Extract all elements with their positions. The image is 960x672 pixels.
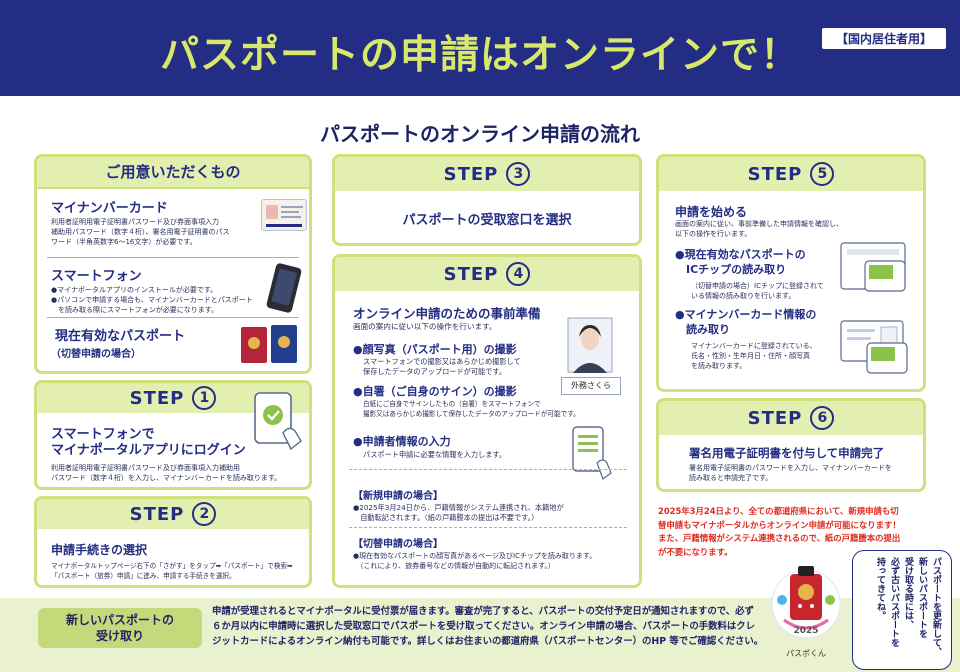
- step6-heading: 署名用電子証明書を付与して申請完了: [689, 446, 885, 460]
- phone-check-icon: [254, 392, 302, 451]
- card-read-desc: マイナンバーカードに登録されている、 氏名・性別・生年月日・住所・顔写真 を読み…: [691, 342, 817, 370]
- passport-scan-icon: [840, 242, 906, 292]
- sign-heading: ●自署（ご自身のサイン）の撮影: [353, 385, 517, 398]
- mascot-speech-bubble: パスポートを更新して、 新しいパスポートを 受け取る時には、 必ず古いパスポート…: [852, 550, 952, 670]
- step3-text: パスポートの受取窓口を選択: [402, 213, 572, 228]
- step-number: 5: [810, 162, 835, 186]
- info-heading: ●申請者情報の入力: [353, 435, 451, 448]
- mascot: 2025 パスポくん: [768, 560, 844, 668]
- step2-card: STEP 2 申請手続きの選択 マイナポータルトップページ右下の「さがす」をタッ…: [34, 496, 312, 588]
- prep-card: ご用意いただくもの マイナンバーカード 利用者証明用電子証明書パスワード及び券面…: [34, 154, 312, 374]
- mynumber-card-image: [261, 199, 307, 231]
- receive-text: 申請が受理されるとマイナポータルに受付票が届きます。審査が完了すると、パスポート…: [212, 606, 764, 647]
- step2-desc: マイナポータルトップページ右下の「さがす」をタップ➡「パスポート」で検索➡ 「パ…: [51, 562, 293, 580]
- step2-heading: 申請手続きの選択: [51, 543, 148, 557]
- step3-header: STEP 3: [335, 157, 639, 191]
- smartphone-desc: ●マイナポータルアプリのインストールが必要です。 ●パソコンで申請する場合も、マ…: [51, 286, 253, 314]
- step5-header: STEP 5: [659, 157, 923, 191]
- step-label: STEP: [747, 163, 803, 185]
- photo-heading: ●顔写真（パスポート用）の撮影: [353, 343, 517, 356]
- step-number: 6: [810, 406, 835, 430]
- flow-title: パスポートのオンライン申請の流れ: [320, 122, 640, 146]
- step6-desc: 署名用電子証明書のパスワードを入力し、マイナンバーカードを 読み取ると申請完了で…: [689, 464, 892, 482]
- page-title: パスポートの申請はオンラインで！: [159, 33, 800, 78]
- smartphone-icon: [266, 263, 302, 313]
- speech-line: 受け取る時には、: [903, 557, 913, 629]
- mynumber-desc: 利用者証明用電子証明書パスワード及び券面事項入力 補助用パスワード（数字４桁）、…: [51, 218, 230, 246]
- mascot-name: パスポくん: [786, 649, 826, 658]
- step-label: STEP: [443, 263, 499, 285]
- step4-header: STEP 4: [335, 257, 639, 291]
- step6-card: STEP 6 署名用電子証明書を付与して申請完了 署名用電子証明書のパスワードを…: [656, 398, 926, 492]
- step4-card: STEP 4 オンライン申請のための事前準備 画面の案内に従い以下の操作を行いま…: [332, 254, 642, 588]
- speech-line: 持ってきてね。: [875, 557, 885, 620]
- new-app-desc: ●2025年3月24日から、戸籍情報がシステム連携され、本籍地が 自動転記されま…: [353, 503, 564, 522]
- mynumber-heading: マイナンバーカード: [51, 201, 168, 216]
- step-label: STEP: [129, 387, 185, 409]
- step4-heading: オンライン申請のための事前準備: [353, 306, 541, 321]
- mascot-year: 2025: [793, 626, 819, 636]
- ic-desc: （切替申請の場合）ICチップに登録されて いる情報の読み取りを行います。: [691, 282, 824, 300]
- sign-desc: 白紙にご自身でサインしたもの（自署）をスマートフォンで 撮影又はあらかじめ撮影し…: [363, 400, 580, 418]
- step3-card: STEP 3 パスポートの受取窓口を選択: [332, 154, 642, 246]
- speech-line: 新しいパスポートを: [917, 557, 927, 638]
- residence-badge: 【国内居住者用】: [822, 28, 946, 49]
- step1-desc: 利用者証明用電子証明書パスワード及び券面事項入力補助用 パスワード（数字４桁）を…: [51, 464, 282, 482]
- renew-app-heading: 【切替申請の場合】: [353, 539, 443, 550]
- step1-heading: スマートフォンで マイナポータルアプリにログイン: [51, 427, 246, 458]
- speech-line: 必ず古いパスポートを: [889, 557, 899, 647]
- passport-sub: （切替申請の場合）: [51, 349, 141, 360]
- step-number: 1: [192, 386, 217, 410]
- ic-heading: ●現在有効なパスポートの ICチップの読み取り: [675, 248, 806, 276]
- step-label: STEP: [443, 163, 499, 185]
- step5-desc: 画面の案内に従い、事前準備した申請情報を確認し、 以下の操作を行います。: [675, 220, 843, 238]
- step-label: STEP: [129, 503, 185, 525]
- step-number: 4: [506, 262, 531, 286]
- receive-label: 新しいパスポートの 受け取り: [38, 608, 202, 648]
- smartphone-heading: スマートフォン: [51, 269, 142, 284]
- step1-card: STEP 1 スマートフォンで マイナポータルアプリにログイン 利用者証明用電子…: [34, 380, 312, 490]
- step-number: 2: [192, 502, 217, 526]
- face-photo-image: [567, 317, 613, 373]
- new-app-heading: 【新規申請の場合】: [353, 491, 443, 502]
- header-band: [0, 0, 960, 96]
- step2-header: STEP 2: [37, 499, 309, 529]
- renew-app-desc: ●現在有効なパスポートの顔写真があるページ及びICチップを読み取ります。 （これ…: [353, 552, 597, 570]
- passport-books-icon: [241, 325, 297, 363]
- step5-heading: 申請を始める: [675, 205, 748, 219]
- card-read-heading: ●マイナンバーカード情報の 読み取り: [675, 308, 817, 336]
- speech-line: パスポートを更新して、: [931, 557, 941, 656]
- notice-text: 2025年3月24日より、全ての都道府県において、新規申請も切 替申請もマイナポ…: [658, 506, 901, 557]
- step5-card: STEP 5 申請を始める 画面の案内に従い、事前準備した申請情報を確認し、 以…: [656, 154, 926, 392]
- signature-sample: 外務さくら: [561, 377, 621, 395]
- prep-divider: [47, 317, 299, 318]
- form-input-icon: [572, 426, 612, 480]
- photo-desc: スマートフォンでの撮影又はあらかじめ撮影して 保存したデータのアップロードが可能…: [363, 357, 521, 376]
- prep-divider: [47, 257, 299, 258]
- prep-card-title: ご用意いただくもの: [37, 157, 309, 189]
- step-number: 3: [506, 162, 531, 186]
- step-label: STEP: [747, 407, 803, 429]
- step4-divider: [349, 527, 627, 528]
- step4-divider: [349, 469, 627, 470]
- passport-heading: 現在有効なパスポート: [55, 329, 186, 344]
- mascot-icon: [771, 566, 841, 639]
- step6-header: STEP 6: [659, 401, 923, 435]
- step4-intro: 画面の案内に従い以下の操作を行います。: [353, 322, 497, 331]
- info-desc: パスポート申請に必要な情報を入力します。: [363, 450, 507, 459]
- card-scan-icon: [840, 320, 908, 374]
